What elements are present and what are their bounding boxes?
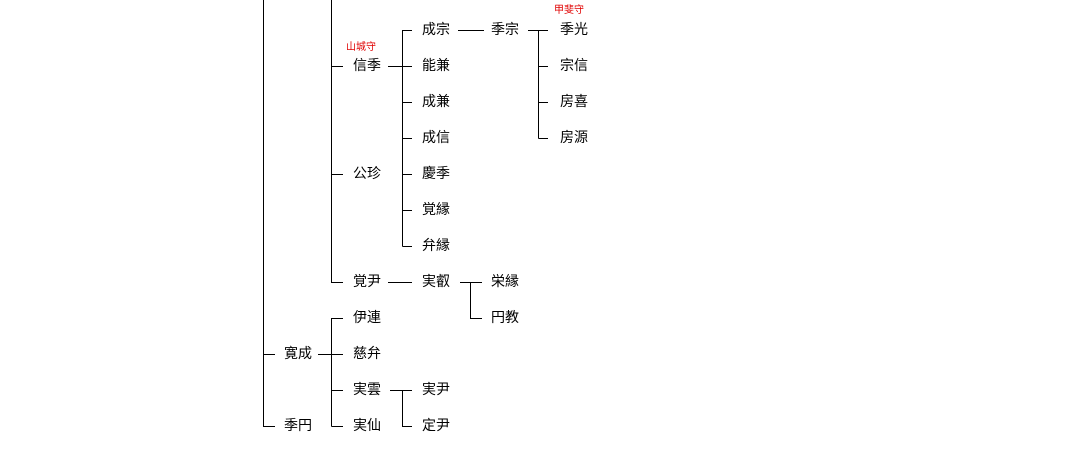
person-kien: 季円 [284, 418, 312, 434]
person-benen: 弁縁 [422, 238, 450, 254]
person-enkyou: 円教 [491, 310, 519, 326]
person-jitsuei: 実叡 [422, 274, 450, 290]
person-kakuen: 覚縁 [422, 202, 450, 218]
person-munenobu: 宗信 [560, 58, 588, 74]
person-fusayoshi: 房喜 [560, 94, 588, 110]
person-suemitsu: 季光 [560, 22, 588, 38]
title-nobusue: 山城守 [346, 42, 376, 53]
person-teiin: 定尹 [422, 418, 450, 434]
person-koushin: 公珍 [353, 166, 381, 182]
person-iren: 伊連 [353, 310, 381, 326]
title-suemitsu: 甲斐守 [554, 5, 584, 16]
person-kakuin: 覚尹 [353, 274, 381, 290]
person-jitsuun: 実雲 [353, 382, 381, 398]
person-keiki: 慶季 [422, 166, 450, 182]
person-jitsuin: 実尹 [422, 382, 450, 398]
person-nobusue: 信季 [353, 58, 381, 74]
person-yoshikane: 能兼 [422, 58, 450, 74]
person-narikane: 成兼 [422, 94, 450, 110]
person-narinobu: 成信 [422, 130, 450, 146]
person-kansei: 寛成 [284, 346, 312, 362]
person-jiben: 慈弁 [353, 346, 381, 362]
person-jissen: 実仙 [353, 418, 381, 434]
person-narimune: 成宗 [422, 22, 450, 38]
person-fusamoto: 房源 [560, 130, 588, 146]
person-suemune: 季宗 [491, 22, 519, 38]
person-eien: 栄縁 [491, 274, 519, 290]
